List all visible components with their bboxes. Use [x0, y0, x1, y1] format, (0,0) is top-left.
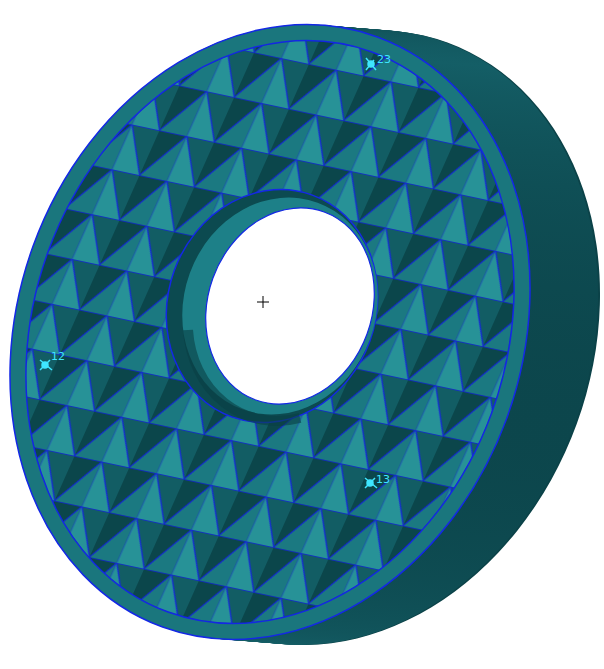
center-hole: [179, 184, 402, 428]
callout-number: 23: [377, 54, 391, 65]
hub-bore-wall: [152, 170, 408, 442]
callout-number: 12: [51, 351, 65, 362]
hub-ring: [134, 160, 410, 453]
callout-number: 13: [376, 474, 390, 485]
center-mark: [263, 296, 264, 308]
datum-symbols: [40, 58, 377, 488]
hub-shadow: [188, 330, 300, 421]
